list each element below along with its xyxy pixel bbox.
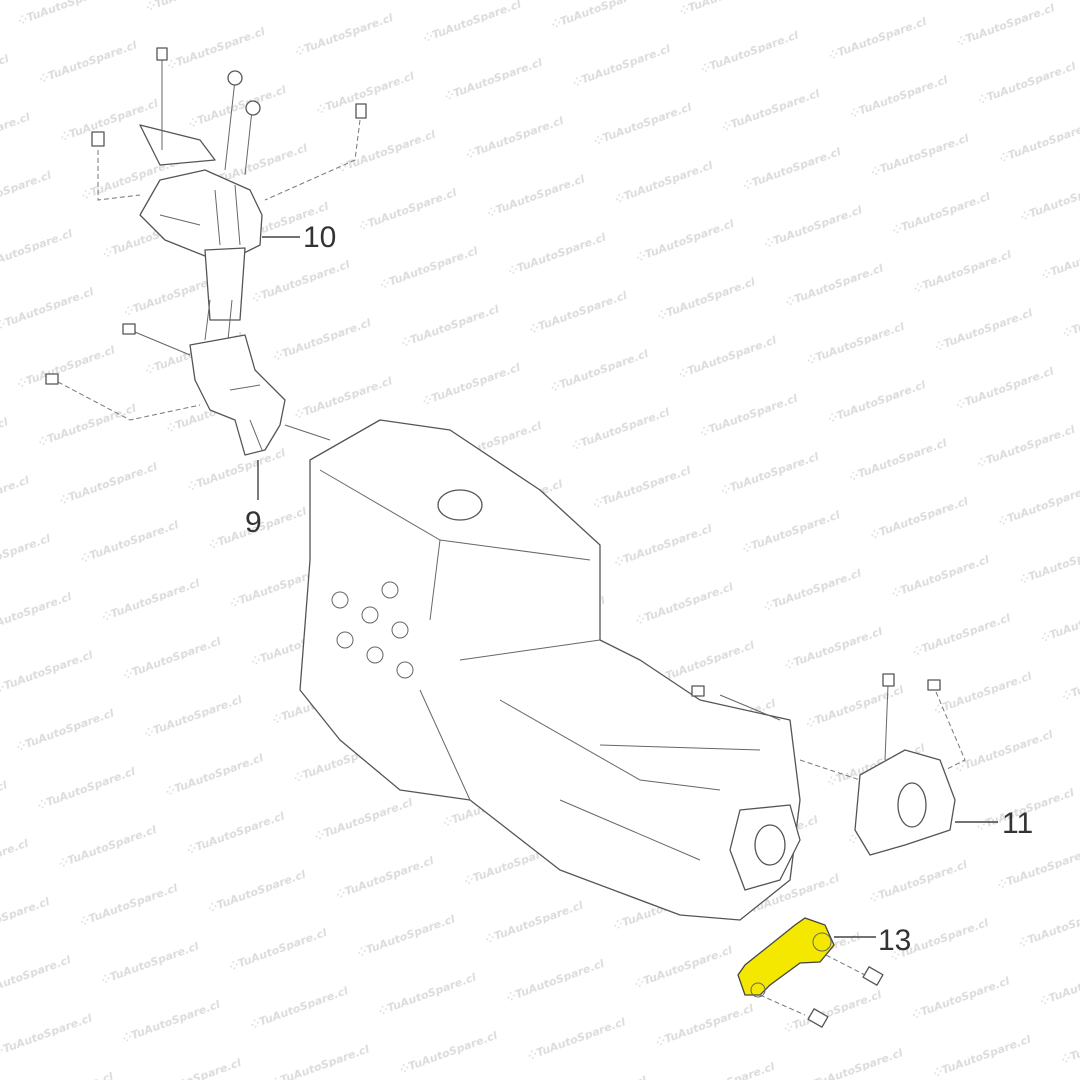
- torque-rod-13: [737, 917, 884, 1028]
- transmission-mount-11: [799, 673, 966, 856]
- callout-10: 10: [303, 221, 336, 254]
- callout-13: 13: [878, 924, 911, 957]
- engine-assembly: [299, 419, 801, 921]
- callout-9: 9: [245, 506, 262, 539]
- engine-mount-9: [45, 323, 331, 456]
- callout-11: 11: [1002, 807, 1033, 840]
- engine-mount-10: [91, 47, 367, 341]
